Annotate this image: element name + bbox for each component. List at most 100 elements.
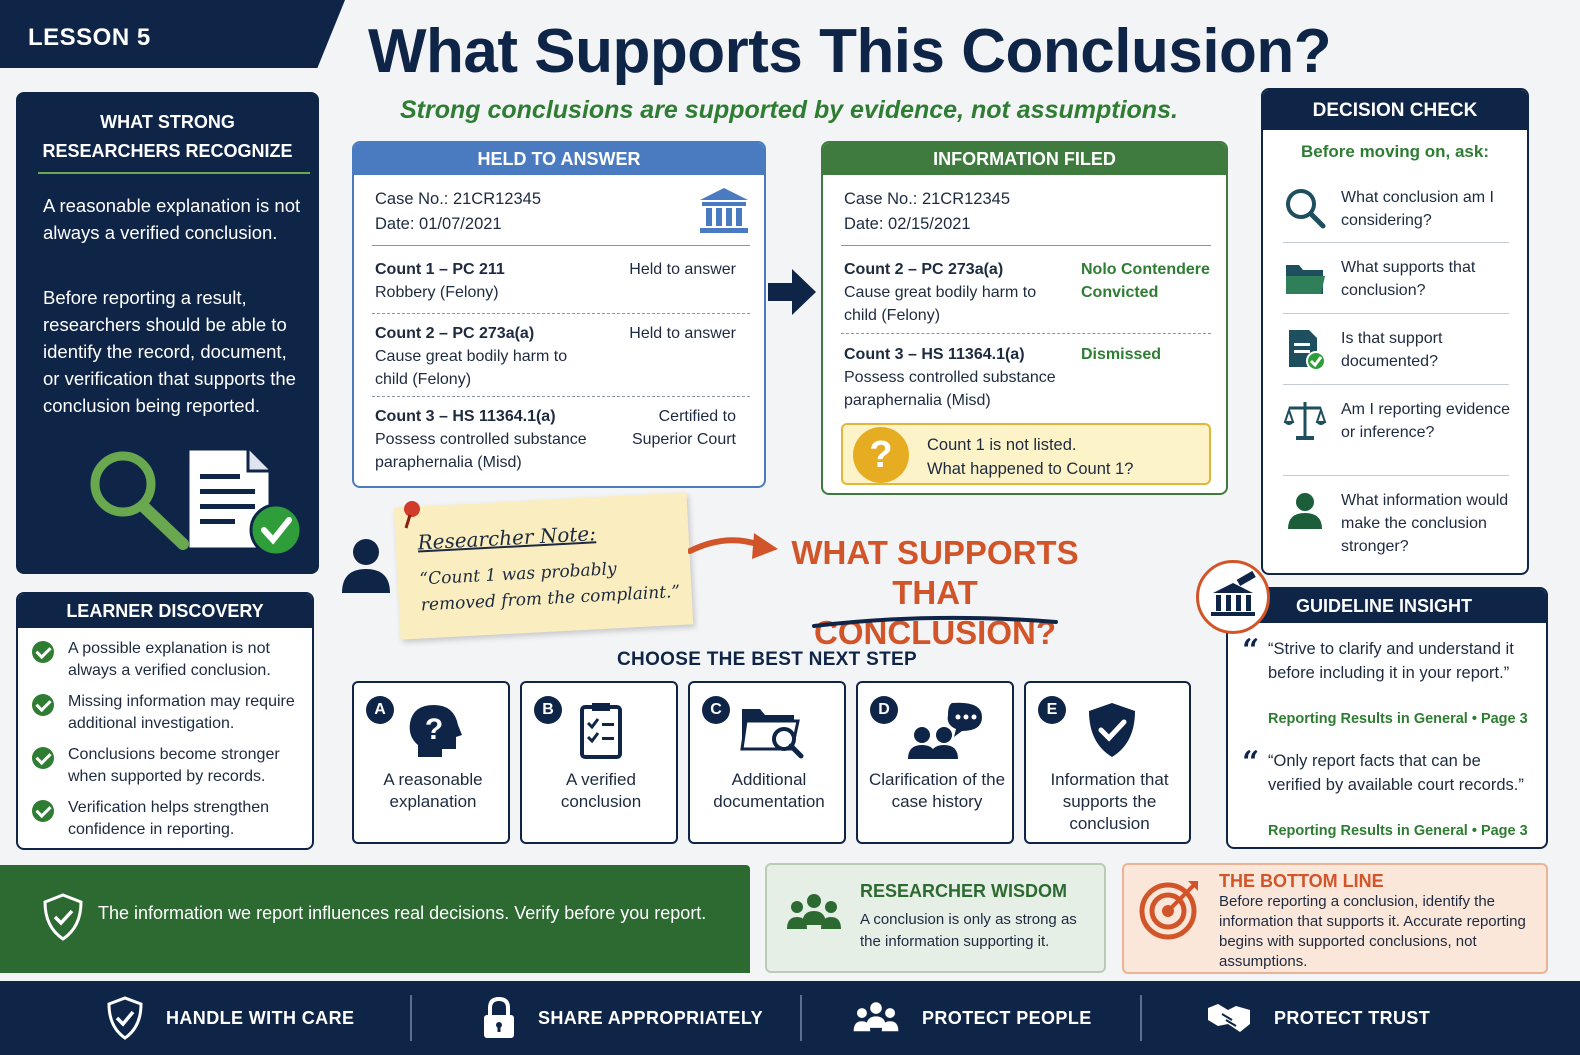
footer-bar: HANDLE WITH CARE SHARE APPROPRIATELY PRO…	[0, 981, 1580, 1055]
footer-item-protect-trust: PROTECT TRUST	[1206, 981, 1430, 1055]
people-icon	[853, 1002, 899, 1032]
guideline-badge	[1196, 560, 1270, 634]
lesson-label: LESSON 5	[28, 24, 151, 51]
lesson-tag: LESSON 5	[0, 0, 345, 68]
quote-mark-icon: “	[1242, 745, 1260, 780]
missing-count-text: Count 1 is not listed.What happened to C…	[927, 436, 1134, 478]
list-item: Missing information may require addition…	[32, 691, 312, 735]
decision-check-panel: DECISION CHECK Before moving on, ask: Wh…	[1261, 88, 1529, 575]
option-b[interactable]: B A verified conclusion	[520, 681, 678, 844]
decision-heading: DECISION CHECK	[1263, 90, 1527, 130]
pushpin-icon	[404, 501, 420, 529]
filed-count-3: Count 3 – HS 11364.1(a)Possess controlle…	[844, 346, 1056, 409]
search-icon	[1286, 189, 1326, 229]
missing-count-callout: ? Count 1 is not listed.What happened to…	[841, 423, 1211, 485]
guideline-quote: “ “Only report facts that can be verifie…	[1242, 745, 1528, 839]
option-a[interactable]: A ? A reasonable explanation	[352, 681, 510, 844]
target-icon	[1139, 881, 1198, 940]
recognize-text-2: Before reporting a result, researchers s…	[43, 287, 296, 416]
verify-banner: The information we report influences rea…	[0, 865, 750, 973]
option-c[interactable]: C Additional documentation	[688, 681, 846, 844]
list-item: A possible explanation is not always a v…	[32, 638, 312, 682]
wisdom-heading: RESEARCHER WISDOM	[860, 881, 1068, 901]
shield-check-icon	[107, 996, 143, 1040]
clipboard-check-icon	[580, 703, 622, 759]
folder-search-icon	[740, 709, 804, 759]
discovery-heading: LEARNER DISCOVERY	[18, 594, 312, 628]
footer-item-share-appropriately: SHARE APPROPRIATELY	[482, 981, 763, 1055]
held-count-3: Count 3 – HS 11364.1(a)Possess controlle…	[375, 408, 587, 471]
filed-count-3-status: Dismissed	[1081, 346, 1162, 363]
check-circle-icon	[32, 800, 54, 822]
scales-icon	[1283, 402, 1327, 440]
underline-swoosh	[812, 615, 1058, 628]
researcher-note: Researcher Note: “Count 1 was probably r…	[393, 492, 694, 640]
choose-title: CHOOSE THE BEST NEXT STEP	[617, 649, 917, 670]
filed-count-2: Count 2 – PC 273a(a)Cause great bodily h…	[844, 261, 1037, 324]
option-d[interactable]: D Clarification of the case history	[856, 681, 1014, 844]
option-e[interactable]: E Information that supports the conclusi…	[1024, 681, 1191, 844]
bottom-line-text: Before reporting a conclusion, identify …	[1219, 893, 1526, 970]
held-count-2-status: Held to answer	[629, 325, 736, 342]
learner-discovery-panel: LEARNER DISCOVERY A possible explanation…	[16, 592, 314, 850]
question-head-icon: ?	[409, 705, 462, 757]
wisdom-text: A conclusion is only as strong as the in…	[860, 911, 1077, 950]
page-title: What Supports This Conclusion?	[368, 17, 1332, 86]
decision-subheading: Before moving on, ask:	[1301, 142, 1489, 161]
check-circle-icon	[32, 694, 54, 716]
check-circle-icon	[32, 641, 54, 663]
guideline-quote: “ “Strive to clarify and understand it b…	[1242, 633, 1528, 727]
note-title: Researcher Note:	[416, 521, 597, 555]
svg-text:?: ?	[425, 713, 443, 746]
filed-count-2-status: Nolo Contendere Convicted	[1081, 261, 1210, 301]
footer-item-handle-with-care: HANDLE WITH CARE	[106, 981, 354, 1055]
guideline-insight-panel: GUIDELINE INSIGHT “ “Strive to clarify a…	[1226, 587, 1548, 849]
quote-mark-icon: “	[1242, 633, 1260, 668]
held-count-1-status: Held to answer	[629, 261, 736, 278]
courthouse-icon	[700, 188, 748, 233]
list-item: Conclusions become stronger when support…	[32, 744, 312, 788]
shield-check-icon	[43, 893, 83, 941]
held-count-3-status: Certified to Superior Court	[631, 408, 736, 448]
lock-icon	[484, 996, 514, 1038]
check-circle-icon	[32, 747, 54, 769]
researcher-wisdom-box: RESEARCHER WISDOM A conclusion is only a…	[765, 863, 1106, 973]
document-check-icon	[1289, 330, 1326, 371]
recognize-text-1: A reasonable explanation is not always a…	[43, 195, 301, 243]
held-heading: HELD TO ANSWER	[354, 143, 764, 175]
filed-heading: INFORMATION FILED	[823, 143, 1226, 175]
guideline-heading: GUIDELINE INSIGHT	[1228, 589, 1546, 623]
decision-question: Am I reporting evidence or inference?	[1283, 398, 1510, 468]
decision-question: What information would make the conclusi…	[1283, 489, 1509, 559]
decision-question: What conclusion am I considering?	[1283, 186, 1509, 232]
people-icon	[787, 894, 841, 929]
question-circle-icon: ?	[853, 427, 909, 483]
person-icon	[1288, 493, 1322, 529]
verify-text: The information we report influences rea…	[98, 903, 707, 923]
bottom-line-box: THE BOTTOM LINE Before reporting a concl…	[1122, 863, 1548, 974]
page-subtitle: Strong conclusions are supported by evid…	[400, 96, 1178, 124]
researcher-person-icon	[342, 539, 390, 593]
folder-icon	[1286, 265, 1325, 294]
decision-question: What supports that conclusion?	[1283, 256, 1509, 302]
courthouse-gavel-icon	[1211, 570, 1256, 616]
arrow-right-icon	[768, 269, 816, 315]
footer-item-protect-people: PROTECT PEOPLE	[852, 981, 1092, 1055]
bottom-line-heading: THE BOTTOM LINE	[1219, 871, 1384, 891]
shield-check-icon	[1089, 703, 1135, 757]
divider	[38, 172, 310, 174]
note-quote: “Count 1 was probably removed from the c…	[419, 559, 681, 616]
held-count-2: Count 2 – PC 273a(a)Cause great bodily h…	[375, 325, 568, 388]
list-item: Verification helps strengthen confidence…	[32, 797, 312, 841]
curved-arrow-icon	[688, 533, 778, 559]
magnifier-document-icon	[90, 447, 303, 557]
conversation-icon	[908, 702, 982, 759]
